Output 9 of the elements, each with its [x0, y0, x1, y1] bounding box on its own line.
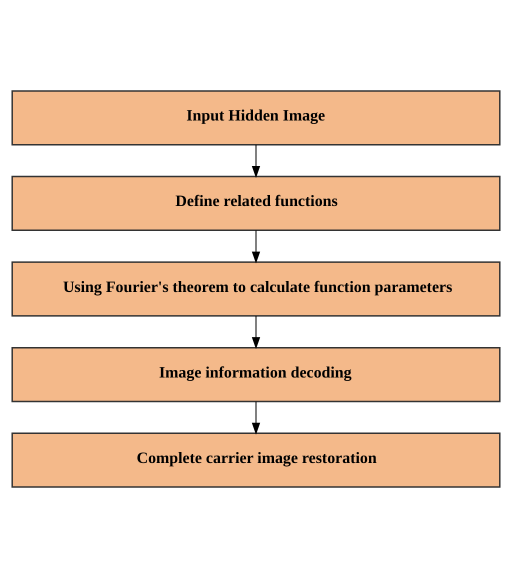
arrow — [252, 400, 260, 434]
node-box: Complete carrier image restoration — [11, 432, 501, 488]
arrow — [252, 229, 260, 264]
arrow — [252, 144, 260, 178]
node-box: Using Fourier's theorem to calculate function parameters — [11, 260, 501, 316]
arrow — [252, 314, 260, 349]
node-box: Input Hidden Image — [11, 90, 501, 145]
node-box: Image information decoding — [11, 346, 501, 402]
node-box: Define related functions — [11, 175, 501, 231]
